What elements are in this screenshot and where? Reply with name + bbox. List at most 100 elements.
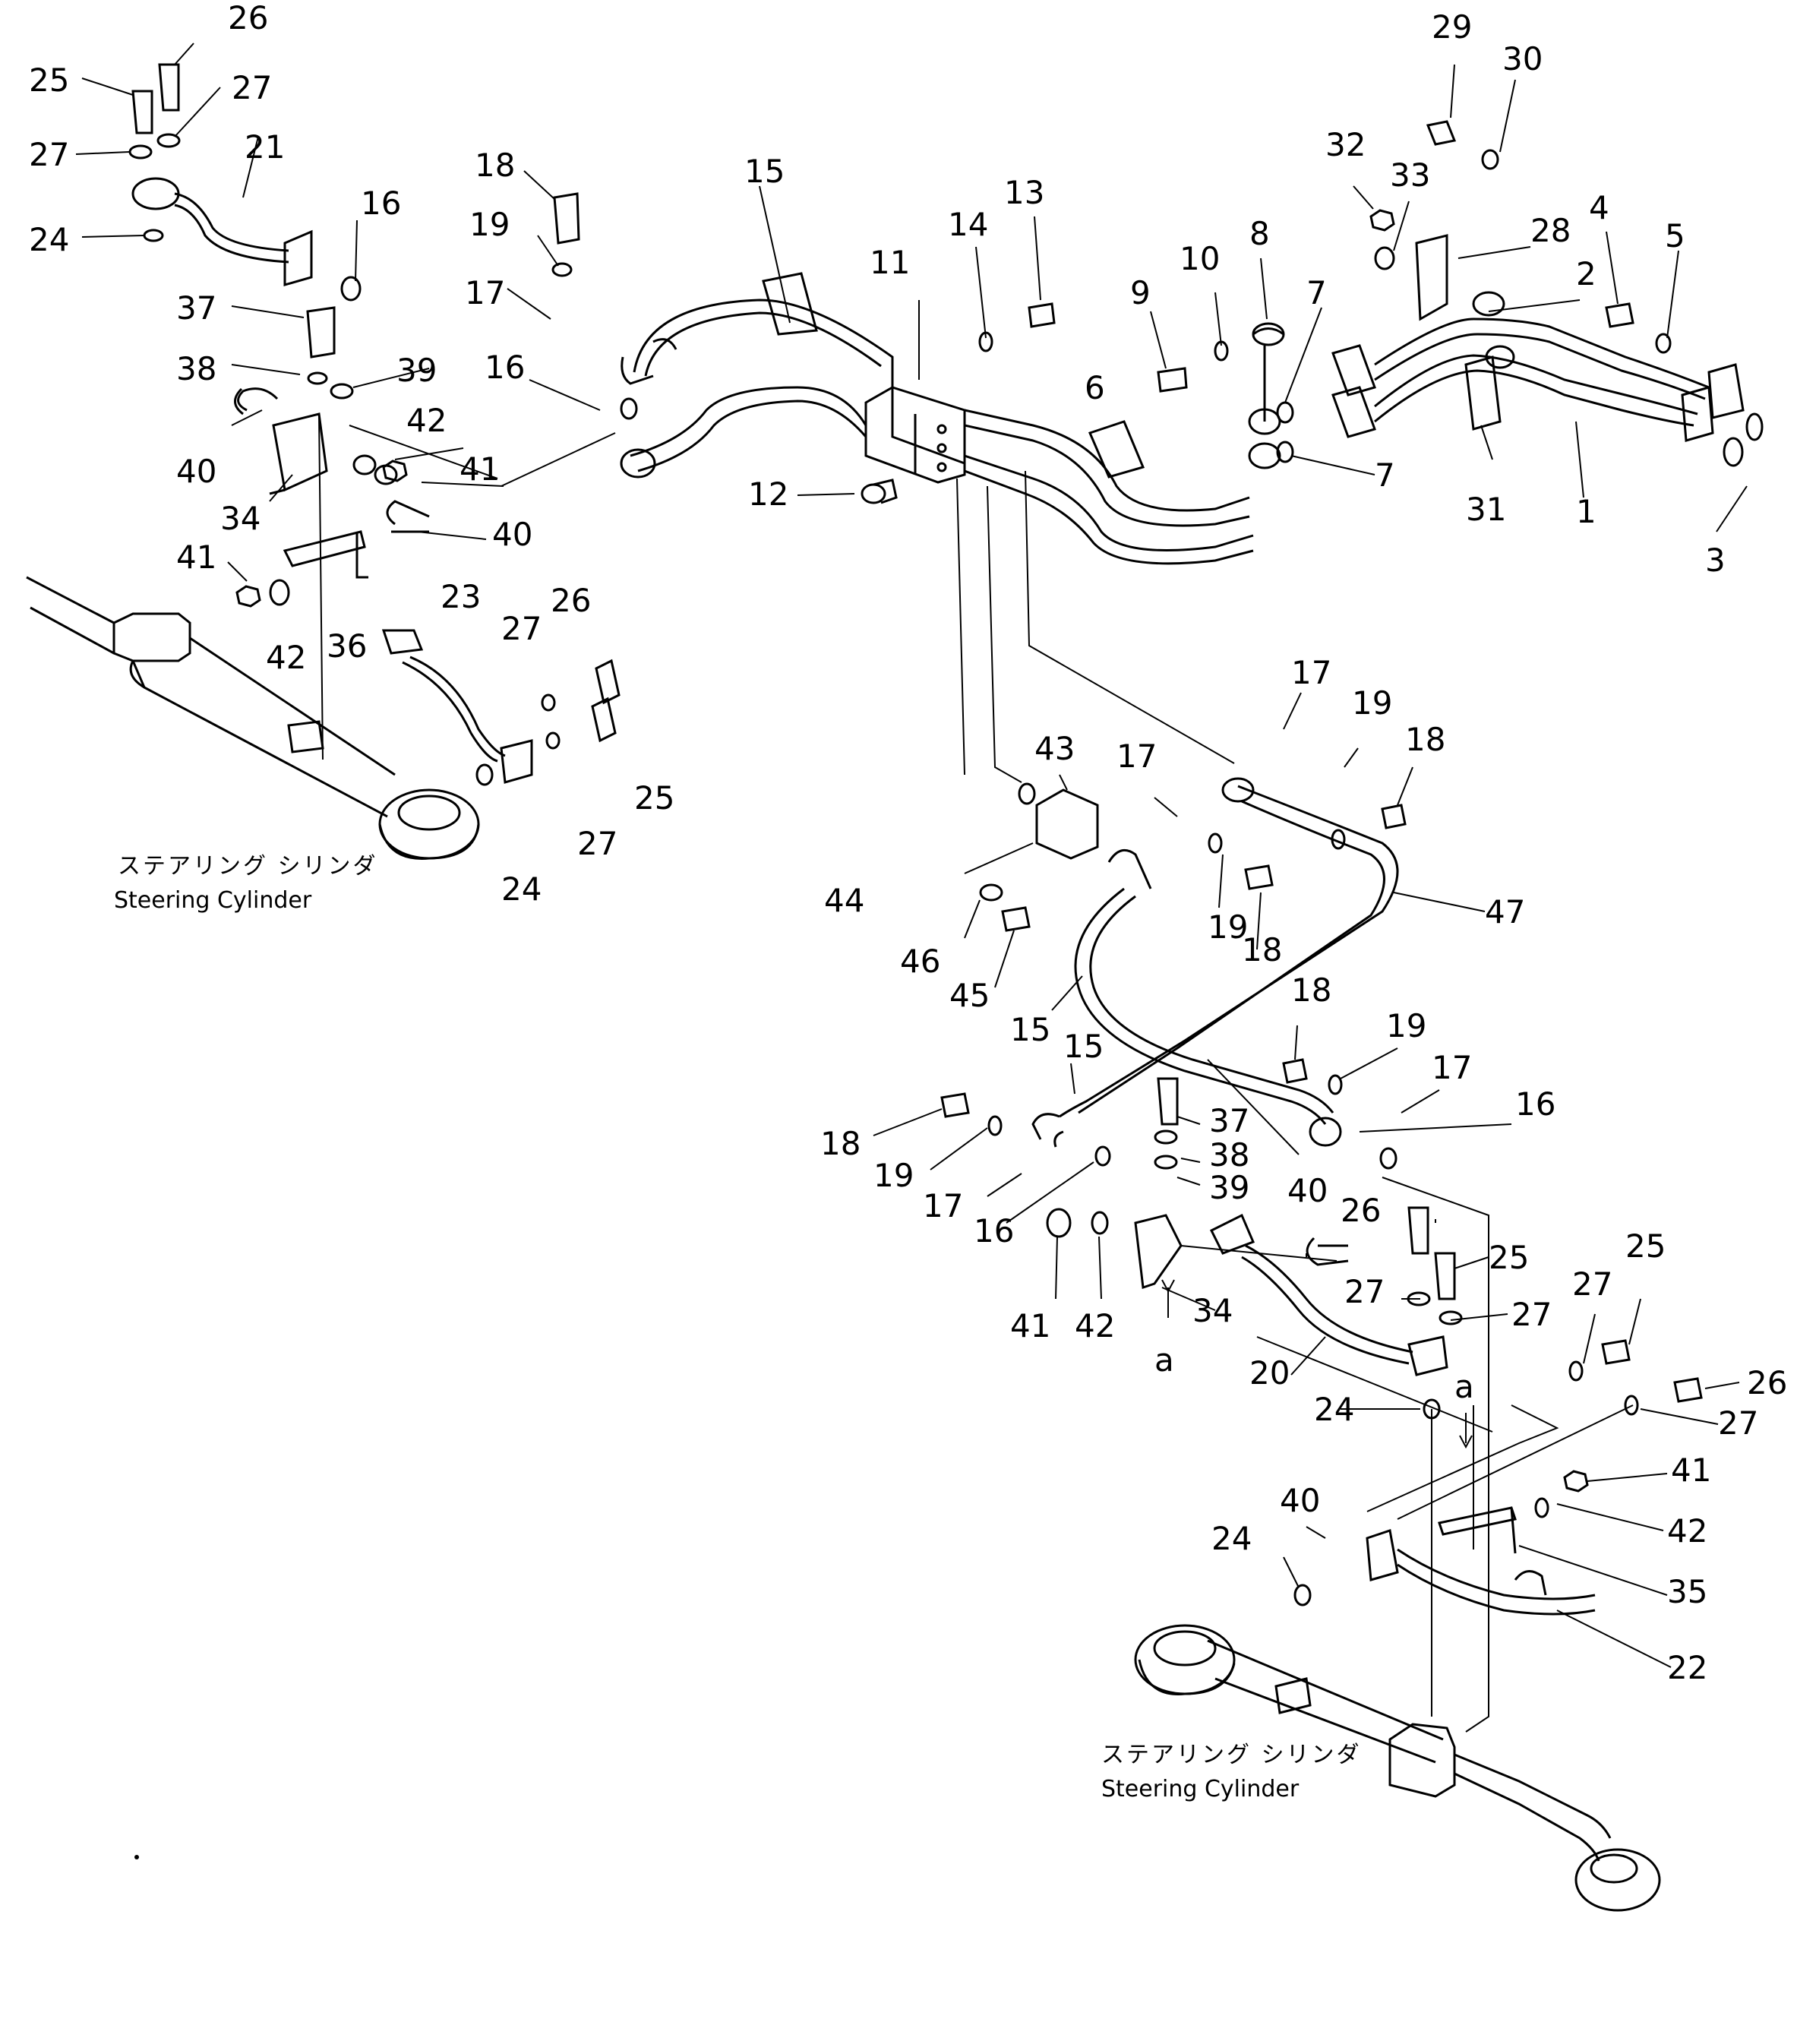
tube-21 (131, 177, 313, 286)
hose-47 (1059, 777, 1399, 1118)
callout-7: 7 (1306, 274, 1327, 311)
callout-27: 27 (1718, 1404, 1758, 1442)
tube-22 (1366, 1529, 1596, 1616)
callout-34: 34 (220, 500, 261, 537)
leader-lines-center (956, 470, 1489, 1733)
callout-7: 7 (1375, 457, 1395, 494)
callout-1: 1 (1576, 493, 1596, 530)
callout-27: 27 (1572, 1265, 1612, 1303)
callout-25: 25 (1625, 1227, 1666, 1265)
valve-block-11 (864, 386, 966, 484)
callout-27: 27 (232, 69, 272, 106)
callout-27: 27 (29, 136, 69, 173)
u-bolt-40a (234, 387, 279, 415)
stray-dot (134, 1855, 139, 1859)
tube-20 (1209, 1213, 1448, 1376)
callout-40: 40 (176, 453, 216, 490)
cylinder-right-caption-en: Steering Cylinder (1101, 1776, 1300, 1802)
callout-41: 41 (460, 450, 500, 488)
steering-cylinder-left (26, 576, 480, 860)
hoses-6 (964, 409, 1254, 565)
hose-15-lower (620, 386, 867, 479)
callout-19: 19 (1208, 908, 1248, 946)
callout-24: 24 (29, 221, 69, 258)
callout-19: 19 (1386, 1007, 1426, 1044)
callout-40: 40 (1280, 1482, 1320, 1519)
callout-16: 16 (485, 349, 525, 386)
callout-42: 42 (266, 639, 306, 676)
callout-23: 23 (441, 578, 481, 615)
callout-47: 47 (1485, 893, 1525, 930)
cylinder-left-caption-en: Steering Cylinder (114, 887, 312, 914)
callout-25: 25 (634, 779, 674, 817)
callout-5: 5 (1665, 217, 1685, 254)
hose-15-middle (1074, 848, 1342, 1147)
u-bolt-40c (1306, 1237, 1349, 1266)
callout-16: 16 (974, 1212, 1014, 1249)
callout-25: 25 (29, 62, 69, 99)
callout-21: 21 (245, 128, 285, 166)
callout-20: 20 (1249, 1354, 1290, 1392)
callout-18: 18 (1291, 971, 1331, 1009)
callout-19: 19 (1352, 684, 1392, 722)
callout-18: 18 (820, 1125, 861, 1162)
callout-42: 42 (1075, 1307, 1115, 1344)
callout-39: 39 (396, 352, 437, 389)
leader-lines-right (1256, 1336, 1634, 1717)
callout-15: 15 (1063, 1028, 1104, 1065)
bracket-35 (1438, 1506, 1517, 1554)
cylinder-right-caption-jp: ステアリング シリンダ (1101, 1742, 1362, 1768)
callout-6: 6 (1085, 369, 1105, 406)
callout-8: 8 (1249, 215, 1270, 252)
callout-26: 26 (1341, 1192, 1381, 1229)
tubes-1-2 (1331, 291, 1745, 442)
callout-16: 16 (361, 185, 401, 222)
callout-37: 37 (1209, 1102, 1249, 1139)
callout-46: 46 (900, 943, 940, 980)
callout-24: 24 (501, 870, 542, 908)
callout-36: 36 (327, 627, 367, 665)
callout-2: 2 (1576, 255, 1596, 292)
callout-26: 26 (1747, 1364, 1787, 1401)
bracket-36 (283, 530, 368, 579)
u-bolt-40b (386, 500, 430, 533)
callout-leaders (75, 43, 1748, 1668)
elbow-15-lower (1031, 1113, 1064, 1148)
callout-9: 9 (1130, 274, 1151, 311)
callout-45: 45 (949, 977, 990, 1014)
callout-35: 35 (1667, 1573, 1707, 1610)
fasteners (128, 63, 1764, 1606)
callout-25: 25 (1489, 1239, 1529, 1276)
cylinder-left-caption-jp: ステアリング シリンダ (118, 853, 378, 880)
callout-4: 4 (1589, 189, 1609, 226)
callout-38: 38 (1209, 1136, 1249, 1174)
callout-17: 17 (1116, 738, 1157, 775)
callout-22: 22 (1667, 1649, 1707, 1686)
callout-39: 39 (1209, 1169, 1249, 1206)
callout-17: 17 (1291, 654, 1331, 691)
callout-26: 26 (551, 582, 591, 619)
callout-13: 13 (1004, 174, 1044, 211)
plug-12 (861, 479, 898, 504)
callout-3: 3 (1705, 542, 1726, 579)
callout-labels: 26 25 27 27 21 16 24 37 38 39 40 34 42 4… (29, 0, 1787, 1686)
callout-41: 41 (1671, 1452, 1711, 1489)
callout-30: 30 (1502, 40, 1543, 77)
callout-19: 19 (469, 206, 510, 243)
callout-41: 41 (1010, 1307, 1050, 1344)
callout-27: 27 (577, 825, 617, 862)
callout-19: 19 (873, 1157, 914, 1194)
callout-32: 32 (1325, 126, 1366, 163)
callout-12: 12 (748, 475, 788, 513)
callout-17: 17 (923, 1187, 963, 1224)
callout-18: 18 (1405, 721, 1445, 758)
callout-33: 33 (1390, 156, 1430, 194)
callout-14: 14 (948, 206, 988, 243)
callout-15: 15 (744, 153, 785, 190)
callout-41: 41 (176, 539, 216, 576)
plate-31 (1464, 355, 1502, 431)
callout-34: 34 (1192, 1292, 1233, 1329)
callout-18: 18 (475, 147, 515, 184)
callout-18: 18 (1242, 931, 1282, 968)
